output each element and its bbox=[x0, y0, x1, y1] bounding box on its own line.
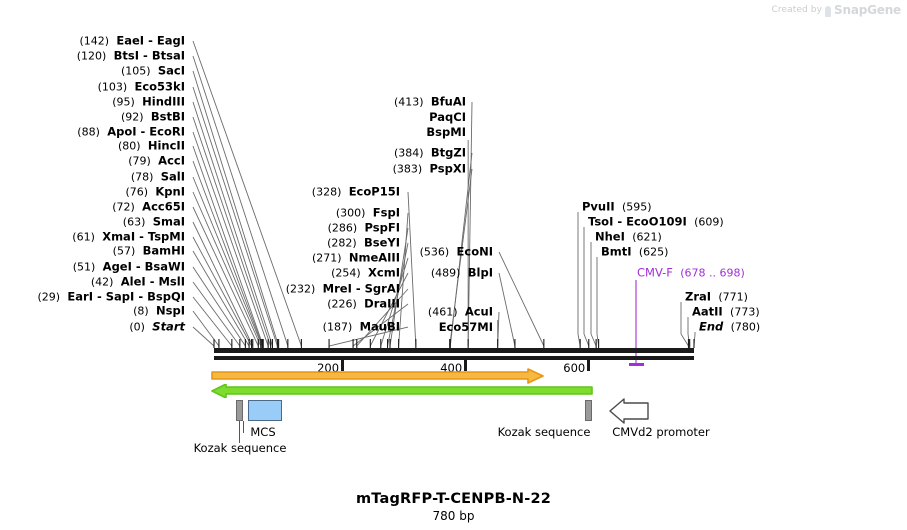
kozak-sequence-box-right[interactable] bbox=[585, 400, 592, 421]
site-label-bmti[interactable]: BmtI (625) bbox=[601, 244, 669, 259]
site-label-bspmi[interactable]: BspMI bbox=[426, 125, 466, 139]
kozak-left-caption-connector bbox=[239, 421, 240, 443]
ruler-tick-600: 600 bbox=[563, 361, 586, 375]
site-label-alei[interactable]: (42) AleI - MslI bbox=[90, 274, 185, 289]
site-label-nspi[interactable]: (8) NspI bbox=[133, 303, 185, 318]
snapgene-watermark: Created by SnapGene bbox=[771, 3, 902, 17]
cmvd2-promoter-caption: CMVd2 promoter bbox=[612, 425, 710, 439]
site-label-saci[interactable]: (105) SacI bbox=[120, 63, 185, 78]
site-label-eco53ki[interactable]: (103) Eco53kI bbox=[97, 79, 185, 94]
site-label-aatii[interactable]: AatII (773) bbox=[692, 304, 760, 319]
site-label-xcmi[interactable]: (254) XcmI bbox=[331, 265, 400, 280]
mcs-caption: MCS bbox=[250, 425, 276, 439]
kozak-left-caption: Kozak sequence bbox=[193, 441, 287, 455]
site-label-econi[interactable]: (536) EcoNI bbox=[419, 244, 493, 259]
site-label-agei[interactable]: (51) AgeI - BsaWI bbox=[72, 259, 185, 274]
site-label-eco57mi[interactable]: Eco57MI bbox=[438, 320, 493, 334]
site-label-pspfi[interactable]: (286) PspFI bbox=[327, 220, 400, 235]
site-label-pspxi[interactable]: (383) PspXI bbox=[392, 161, 466, 176]
sequence-backbone-top bbox=[214, 348, 694, 353]
site-label-acui[interactable]: (461) AcuI bbox=[427, 304, 493, 319]
site-label-sali[interactable]: (78) SalI bbox=[130, 169, 185, 184]
site-label-btgzi[interactable]: (384) BtgZI bbox=[393, 145, 466, 160]
snapgene-logo-icon bbox=[825, 5, 832, 17]
ruler-tick-mark-400 bbox=[464, 360, 468, 371]
site-label-bfuai[interactable]: (413) BfuAI bbox=[393, 94, 466, 109]
kozak-sequence-box-left[interactable] bbox=[236, 400, 243, 421]
site-label-paqci[interactable]: PaqCI bbox=[429, 110, 466, 124]
site-label-hincii[interactable]: (80) HincII bbox=[117, 138, 185, 153]
ruler-tick-mark-600 bbox=[587, 360, 591, 371]
site-label-xmai[interactable]: (61) XmaI - TspMI bbox=[72, 229, 185, 244]
site-label-bamhi[interactable]: (57) BamHI bbox=[112, 243, 185, 258]
mcs-box[interactable] bbox=[248, 400, 282, 421]
site-label-eari[interactable]: (29) EarI - SapI - BspQI bbox=[37, 289, 185, 304]
site-label-kpni[interactable]: (76) KpnI bbox=[125, 184, 185, 199]
site-label-bstbi[interactable]: (92) BstBI bbox=[120, 109, 185, 124]
site-label-acci[interactable]: (79) AccI bbox=[128, 153, 185, 168]
kozak-right-caption: Kozak sequence bbox=[497, 425, 591, 439]
site-label-tsoi[interactable]: TsoI - EcoO109I (609) bbox=[588, 214, 724, 229]
plasmid-length: 780 bp bbox=[432, 509, 475, 523]
site-label-fspi[interactable]: (300) FspI bbox=[335, 205, 400, 220]
site-label-hindiii[interactable]: (95) HindIII bbox=[112, 94, 185, 109]
site-label-bseyi[interactable]: (282) BseYI bbox=[327, 235, 400, 250]
site-label-maubi[interactable]: (187) MauBI bbox=[322, 319, 400, 334]
watermark-brand: SnapGene bbox=[834, 3, 901, 17]
page-title: mTagRFP-T-CENPB-N-22 bbox=[355, 491, 552, 507]
site-label-pvuii[interactable]: PvuII (595) bbox=[582, 199, 652, 214]
feature-arrow-orange[interactable] bbox=[210, 368, 550, 384]
mcs-caption-connector bbox=[243, 421, 244, 433]
site-label-eaei[interactable]: (142) EaeI - EagI bbox=[79, 33, 185, 48]
site-label-start[interactable]: (0) Start bbox=[129, 319, 185, 334]
site-label-blpi[interactable]: (489) BlpI bbox=[430, 265, 493, 280]
site-label-nhei[interactable]: NheI (621) bbox=[595, 229, 662, 244]
site-label-acc65i[interactable]: (72) Acc65I bbox=[112, 199, 185, 214]
watermark-prefix: Created by bbox=[771, 5, 823, 15]
site-label-zrai[interactable]: ZraI (771) bbox=[685, 289, 748, 304]
feature-arrow-green[interactable] bbox=[206, 384, 596, 398]
site-label-ecop15i[interactable]: (328) EcoP15I bbox=[311, 184, 400, 199]
site-label-nmeaiii[interactable]: (271) NmeAIII bbox=[311, 250, 400, 265]
cmvd2-promoter-arrow[interactable] bbox=[608, 398, 650, 424]
site-label-apoi[interactable]: (88) ApoI - EcoRI bbox=[77, 124, 185, 139]
sequence-backbone-bottom bbox=[214, 356, 694, 360]
cmv-f-primer-mark bbox=[629, 363, 644, 366]
ruler-tick-mark-200 bbox=[341, 360, 345, 371]
site-label-smai[interactable]: (63) SmaI bbox=[122, 214, 185, 229]
primer-label-cmv-f[interactable]: CMV-F (678 .. 698) bbox=[637, 265, 745, 280]
site-label-btsi[interactable]: (120) BtsI - BtsaI bbox=[76, 48, 185, 63]
site-label-draiii[interactable]: (226) DraIII bbox=[327, 296, 400, 311]
site-label-end[interactable]: End (780) bbox=[699, 319, 761, 334]
site-label-mrei[interactable]: (232) MreI - SgrAI bbox=[285, 281, 400, 296]
